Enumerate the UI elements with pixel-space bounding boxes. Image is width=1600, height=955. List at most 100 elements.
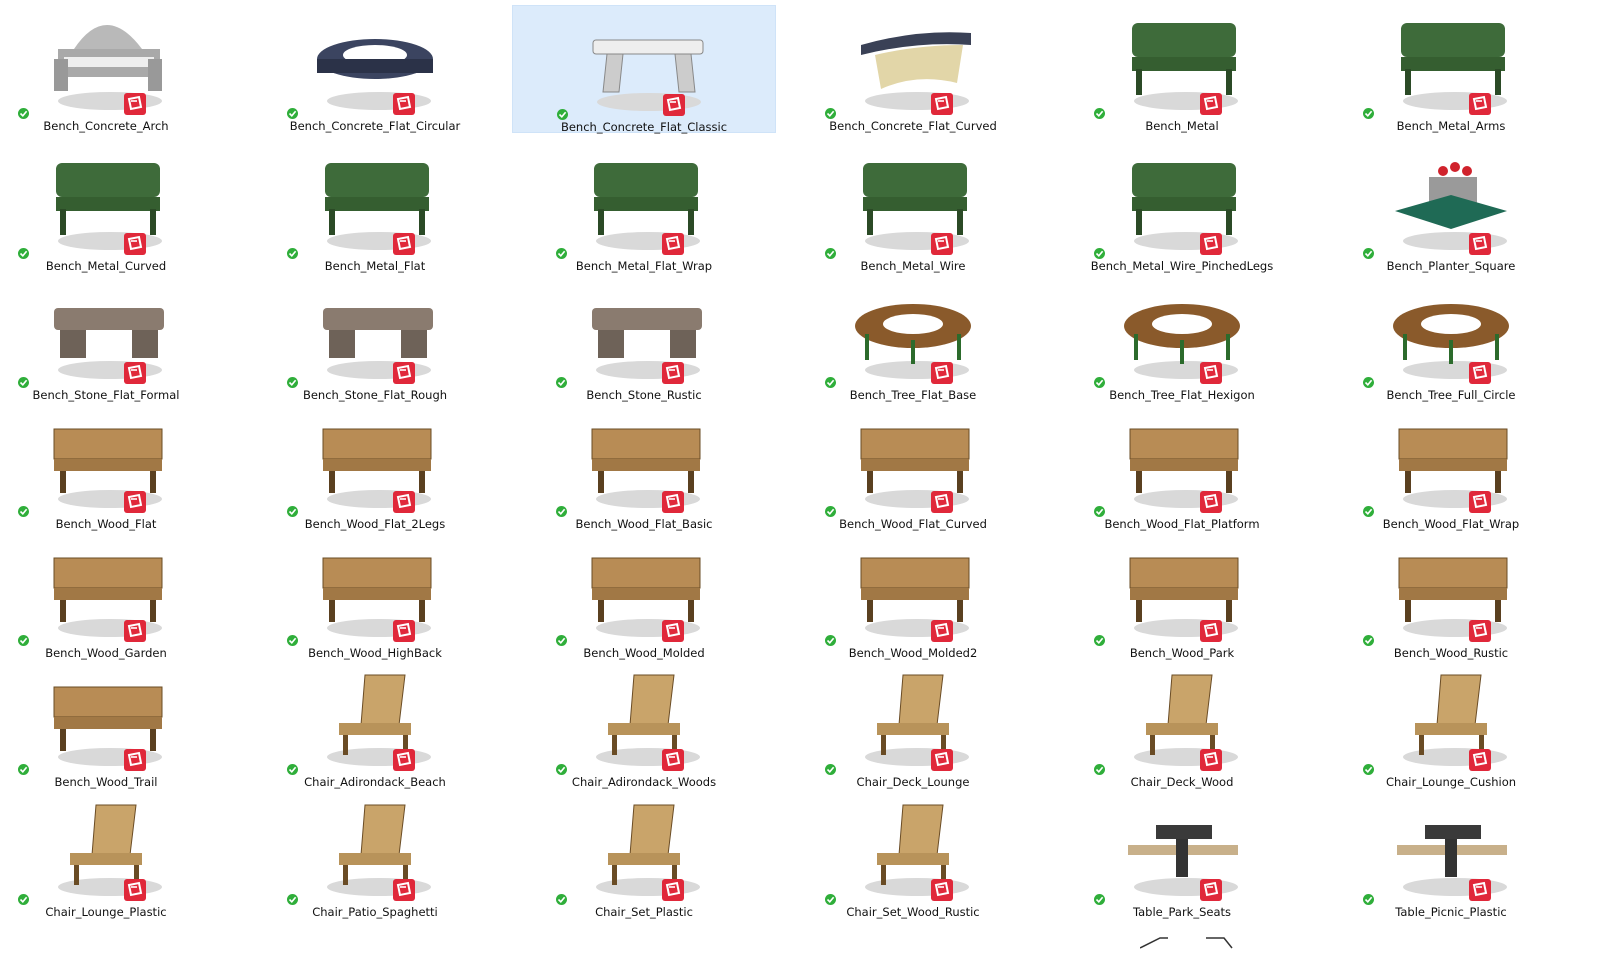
file-name: Bench_Metal_Wire: [860, 259, 966, 273]
file-tile[interactable]: Table_Picnic_Plastic: [1319, 791, 1583, 919]
file-name: Chair_Patio_Spaghetti: [312, 905, 438, 919]
sync-ok-check-icon: [556, 635, 567, 646]
file-tile[interactable]: Bench_Stone_Flat_Rough: [243, 274, 507, 402]
sync-ok-check-icon: [18, 248, 29, 259]
sync-ok-check-icon: [825, 377, 836, 388]
sketchup-file-icon: [124, 491, 146, 513]
file-tile[interactable]: Bench_Wood_Trail: [0, 661, 238, 789]
file-tile[interactable]: Chair_Lounge_Cushion: [1319, 661, 1583, 789]
file-tile[interactable]: Bench_Planter_Square: [1319, 145, 1583, 273]
sketchup-file-icon: [1469, 491, 1491, 513]
file-tile[interactable]: Chair_Lounge_Plastic: [0, 791, 238, 919]
file-tile[interactable]: Bench_Metal_Wire: [781, 145, 1045, 273]
bench-wood-rustic-thumbnail: [1385, 536, 1517, 642]
file-name: Bench_Wood_Park: [1129, 646, 1235, 660]
file-tile[interactable]: Bench_Metal_Flat: [243, 145, 507, 273]
chair-adirondack-beach-thumbnail: [309, 665, 441, 771]
file-tile[interactable]: Chair_Deck_Lounge: [781, 661, 1045, 789]
file-tile[interactable]: Bench_Stone_Flat_Formal: [0, 274, 238, 402]
file-tile[interactable]: Bench_Metal_Curved: [0, 145, 238, 273]
file-tile[interactable]: Bench_Wood_Flat: [0, 403, 238, 531]
sync-ok-check-icon: [18, 108, 29, 119]
sketchup-file-icon: [662, 491, 684, 513]
file-name: Chair_Lounge_Plastic: [45, 905, 167, 919]
file-name: Chair_Lounge_Cushion: [1385, 775, 1517, 789]
bench-wood-wrap-thumbnail: [1385, 407, 1517, 513]
sketchup-file-icon: [1469, 233, 1491, 255]
file-name: Chair_Deck_Wood: [1130, 775, 1234, 789]
sketchup-file-icon: [931, 879, 953, 901]
sync-ok-check-icon: [1094, 506, 1105, 517]
file-tile[interactable]: Chair_Adirondack_Beach: [243, 661, 507, 789]
file-tile[interactable]: Chair_Deck_Wood: [1050, 661, 1314, 789]
file-tile[interactable]: Bench_Metal_Wire_PinchedLegs: [1050, 145, 1314, 273]
file-tile[interactable]: Chair_Set_Wood_Rustic: [781, 791, 1045, 919]
sketchup-file-icon: [1200, 879, 1222, 901]
file-tile[interactable]: Chair_Patio_Spaghetti: [243, 791, 507, 919]
sync-ok-check-icon: [18, 506, 29, 517]
file-tile[interactable]: Bench_Wood_Rustic: [1319, 532, 1583, 660]
sketchup-file-icon: [1469, 749, 1491, 771]
sketchup-file-icon: [662, 620, 684, 642]
file-tile[interactable]: Table_Park_Seats: [1050, 791, 1314, 919]
file-name: Bench_Wood_Flat_2Legs: [304, 517, 446, 531]
sketchup-file-icon: [931, 491, 953, 513]
file-tile[interactable]: Bench_Tree_Flat_Hexigon: [1050, 274, 1314, 402]
file-tile[interactable]: Bench_Concrete_Arch: [0, 5, 238, 133]
sync-ok-check-icon: [825, 635, 836, 646]
sketchup-file-icon: [662, 362, 684, 384]
sync-ok-check-icon: [287, 635, 298, 646]
sync-ok-check-icon: [1094, 894, 1105, 905]
file-tile[interactable]: Bench_Wood_Flat_Curved: [781, 403, 1045, 531]
sync-ok-check-icon: [1363, 894, 1374, 905]
file-tile[interactable]: Bench_Concrete_Flat_Classic: [512, 5, 776, 134]
file-tile[interactable]: Bench_Tree_Flat_Base: [781, 274, 1045, 402]
file-tile[interactable]: Bench_Concrete_Flat_Circular: [243, 5, 507, 133]
sketchup-file-icon: [931, 93, 953, 115]
file-name: Table_Picnic_Plastic: [1395, 905, 1507, 919]
table-park-seats-thumbnail: [1116, 795, 1248, 901]
sketchup-file-icon: [662, 749, 684, 771]
bench-tree-circle-thumbnail: [1385, 278, 1517, 384]
sync-ok-check-icon: [1094, 764, 1105, 775]
file-tile[interactable]: Bench_Wood_Molded2: [781, 532, 1045, 660]
file-tile[interactable]: Bench_Tree_Full_Circle: [1319, 274, 1583, 402]
sync-ok-check-icon: [1094, 377, 1105, 388]
sketchup-file-icon: [1469, 879, 1491, 901]
bench-wood-flat-thumbnail: [40, 407, 172, 513]
bench-wood-trail-thumbnail: [40, 665, 172, 771]
bench-metal-flat-thumbnail: [309, 149, 441, 255]
file-tile[interactable]: Bench_Stone_Rustic: [512, 274, 776, 402]
sync-ok-check-icon: [1094, 635, 1105, 646]
file-name: Bench_Wood_HighBack: [308, 646, 442, 660]
file-tile[interactable]: Bench_Wood_Molded: [512, 532, 776, 660]
file-tile[interactable]: Bench_Wood_Park: [1050, 532, 1314, 660]
file-name: Bench_Tree_Flat_Hexigon: [1109, 388, 1255, 402]
sketchup-file-icon: [1200, 620, 1222, 642]
partial-next-row-thumbnail[interactable]: [1139, 936, 1260, 951]
sketchup-file-icon: [1469, 620, 1491, 642]
file-tile[interactable]: Bench_Concrete_Flat_Curved: [781, 5, 1045, 133]
bench-stone-rough-thumbnail: [309, 278, 441, 384]
file-name: Bench_Planter_Square: [1386, 259, 1516, 273]
file-tile[interactable]: Bench_Wood_Flat_2Legs: [243, 403, 507, 531]
file-tile[interactable]: Bench_Wood_Flat_Platform: [1050, 403, 1314, 531]
bench-metal-thumbnail: [1116, 9, 1248, 115]
file-tile[interactable]: Bench_Wood_Garden: [0, 532, 238, 660]
file-tile[interactable]: Bench_Metal: [1050, 5, 1314, 133]
file-tile[interactable]: Bench_Metal_Flat_Wrap: [512, 145, 776, 273]
file-tile[interactable]: Bench_Wood_Flat_Basic: [512, 403, 776, 531]
file-tile[interactable]: Chair_Adirondack_Woods: [512, 661, 776, 789]
file-tile[interactable]: Bench_Metal_Arms: [1319, 5, 1583, 133]
sketchup-file-icon: [124, 879, 146, 901]
file-tile[interactable]: Bench_Wood_HighBack: [243, 532, 507, 660]
sketchup-file-icon: [393, 879, 415, 901]
file-name: Bench_Metal_Curved: [45, 259, 167, 273]
sync-ok-check-icon: [287, 377, 298, 388]
sketchup-file-icon: [393, 749, 415, 771]
sync-ok-check-icon: [1363, 108, 1374, 119]
bench-metal-arms-thumbnail: [1385, 9, 1517, 115]
file-tile[interactable]: Bench_Wood_Flat_Wrap: [1319, 403, 1583, 531]
file-tile[interactable]: Chair_Set_Plastic: [512, 791, 776, 919]
